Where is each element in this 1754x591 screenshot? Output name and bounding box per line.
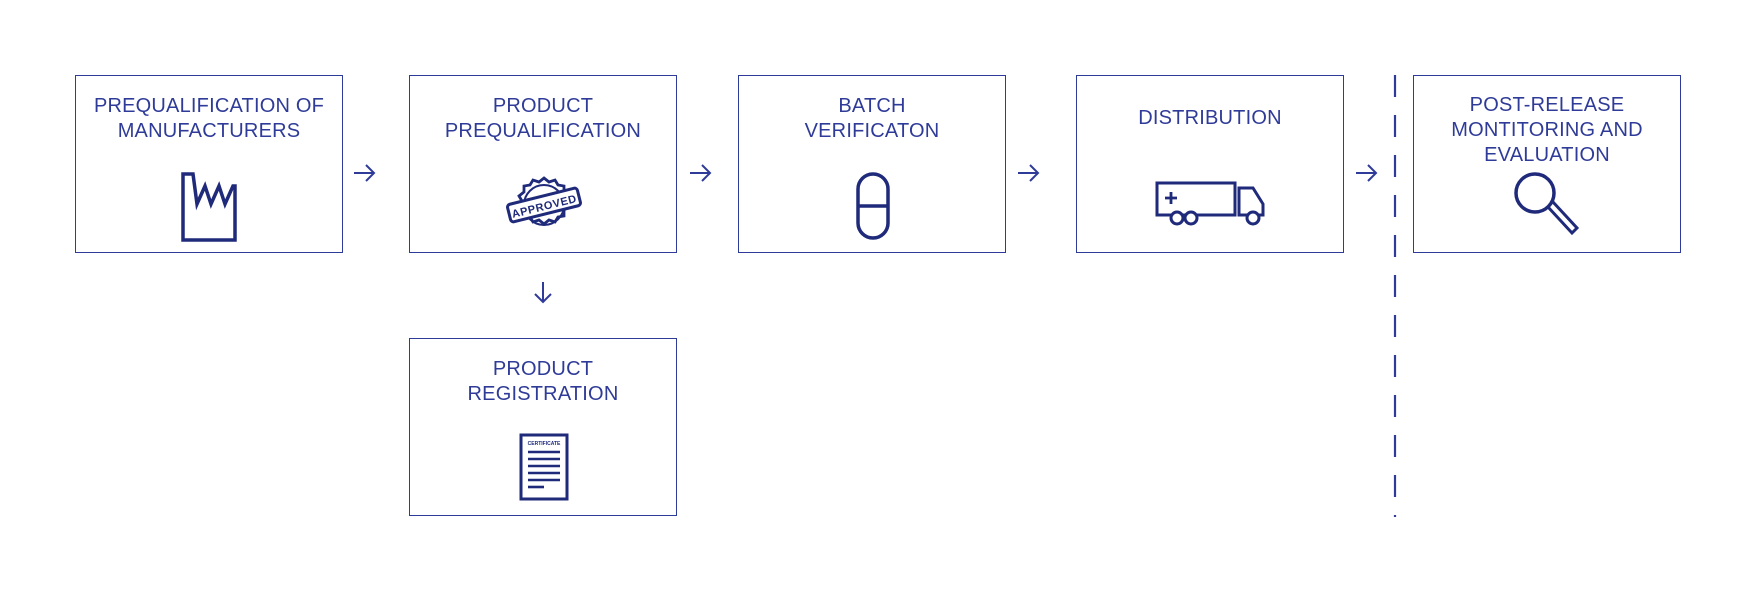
magnifier-icon bbox=[1512, 170, 1584, 240]
certificate-text: CERTIFICATE bbox=[528, 441, 561, 447]
right-arrow-icon bbox=[1354, 163, 1380, 183]
certificate-icon: CERTIFICATE bbox=[519, 433, 569, 501]
step-product-prequalification: PRODUCT PREQUALIFICATION APPROVED bbox=[409, 75, 677, 253]
step-product-registration: PRODUCT REGISTRATION CERTIFICATE bbox=[409, 338, 677, 516]
step-title: DISTRIBUTION bbox=[1138, 107, 1282, 129]
dashed-divider bbox=[1393, 75, 1397, 517]
step-distribution: DISTRIBUTION bbox=[1076, 75, 1344, 253]
right-arrow-icon bbox=[1016, 163, 1042, 183]
approved-seal-icon: APPROVED bbox=[502, 168, 586, 242]
step-post-release-monitoring: POST-RELEASE MONTITORING AND EVALUATION bbox=[1413, 75, 1681, 253]
truck-icon bbox=[1155, 180, 1267, 228]
step-title: PRODUCT REGISTRATION bbox=[467, 358, 619, 405]
step-batch-verification: BATCH VERIFICATON bbox=[738, 75, 1006, 253]
step-title: BATCH VERIFICATON bbox=[804, 95, 940, 142]
step-title: PRODUCT PREQUALIFICATION bbox=[444, 95, 642, 142]
right-arrow-icon bbox=[352, 163, 378, 183]
step-title: POST-RELEASE MONTITORING AND EVALUATION bbox=[1451, 94, 1643, 166]
step-title: PREQUALIFICATION OF MANUFACTURERS bbox=[93, 95, 325, 142]
factory-icon bbox=[179, 170, 241, 242]
step-prequalification-of-manufacturers: PREQUALIFICATION OF MANUFACTURERS bbox=[75, 75, 343, 253]
down-arrow-icon bbox=[533, 280, 553, 306]
capsule-icon bbox=[855, 171, 891, 241]
right-arrow-icon bbox=[688, 163, 714, 183]
